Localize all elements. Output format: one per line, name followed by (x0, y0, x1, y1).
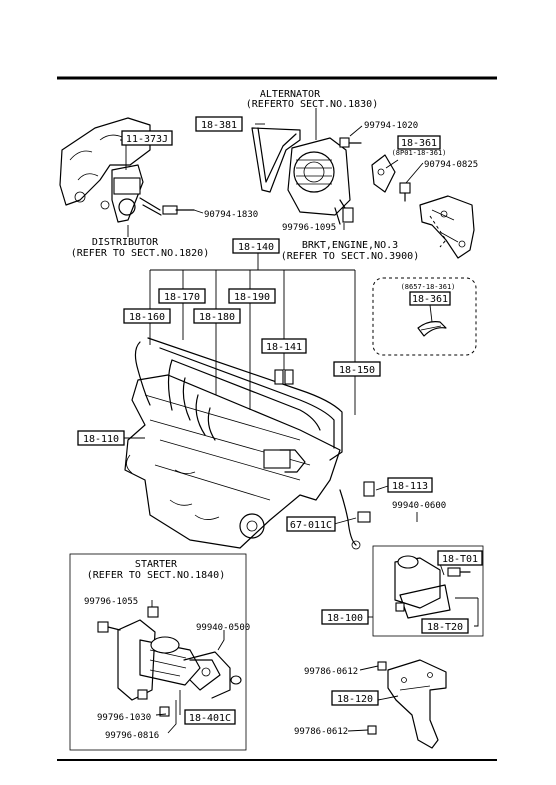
leader-67-011c (333, 517, 357, 525)
callout-18-t01-text: 18-T01 (442, 554, 478, 565)
leader-18-361 (385, 159, 399, 169)
callout-18-361: 18-361 (8P01-18-361) (392, 135, 447, 157)
note-distributor: DISTRIBUTOR (92, 237, 159, 248)
callout-11-373j-text: 11-373J (126, 134, 168, 145)
ignition-coil (394, 555, 471, 619)
callout-18-120: 18-120 (331, 690, 379, 706)
callout-18-141-text: 18-141 (266, 342, 302, 353)
callout-inset-subtext: (8657-18-361) (401, 283, 456, 291)
callout-18-160: 18-160 (123, 308, 171, 324)
callout-18-113-text: 18-113 (392, 481, 428, 492)
inset-frame (372, 277, 477, 356)
callout-18-381: 18-381 (195, 116, 243, 132)
callout-18-170: 18-170 (158, 288, 206, 304)
bracket-18-120 (367, 659, 447, 749)
callout-67-011c: 67-011C (286, 516, 336, 532)
distributor-drawing (59, 117, 195, 223)
note-distributor-ref: (REFER TO SECT.NO.1820) (71, 248, 209, 259)
leader-18-t20 (455, 597, 479, 627)
bracket-18-361 (371, 154, 411, 202)
note-brkt-engine-no3: BRKT,ENGINE,NO.3 (302, 240, 398, 251)
callout-inset-18-361-text: 18-361 (412, 294, 448, 305)
part-99794-1020: 99794-1020 (364, 121, 418, 131)
note-alternator: ALTERNATOR (260, 89, 321, 100)
leader-99796-1030 (155, 713, 167, 716)
callout-18-170-text: 18-170 (164, 292, 200, 303)
leader-99786-0612-a (359, 665, 379, 671)
leader-18-120 (377, 695, 399, 701)
leader-99786-0612-b (347, 729, 369, 732)
starter-motor (97, 606, 242, 717)
callout-18-113: 18-113 (387, 477, 433, 493)
part-99786-0612-a: 99786-0612 (304, 667, 358, 677)
part-90794-0825: 90794-0825 (424, 160, 478, 170)
callout-18-t20: 18-T20 (421, 618, 469, 634)
leader-90794-0825 (405, 162, 424, 184)
callout-18-401c: 18-401C (184, 709, 236, 725)
part-99940-0500: 99940-0500 (196, 623, 250, 633)
starter-frame (69, 553, 247, 751)
alternator-drawing (251, 127, 354, 225)
callout-18-190-text: 18-190 (234, 292, 270, 303)
callout-18-t01: 18-T01 (437, 550, 483, 566)
leader-90794-1830 (193, 209, 204, 214)
leader-99940-0500 (217, 630, 225, 651)
spark-plug-wires (134, 337, 343, 461)
callout-18-120-text: 18-120 (337, 694, 373, 705)
callout-18-180: 18-180 (193, 308, 241, 324)
callout-18-110-text: 18-110 (83, 434, 119, 445)
note-starter-ref: (REFER TO SECT.NO.1840) (87, 570, 225, 581)
callout-18-361-subtext: (8P01-18-361) (392, 149, 447, 157)
part-99786-0612-b: 99786-0612 (294, 727, 348, 737)
wire-clip-18-141 (274, 369, 294, 385)
callout-18-140-text: 18-140 (238, 242, 274, 253)
sensor-harness (339, 481, 375, 550)
callout-18-180-text: 18-180 (199, 312, 235, 323)
note-starter: STARTER (135, 559, 178, 570)
callout-18-361-text: 18-361 (401, 138, 437, 149)
part-99940-0600: 99940-0600 (392, 501, 446, 511)
callout-inset-18-361: (8657-18-361) 18-361 (401, 283, 456, 306)
callout-18-t20-text: 18-T20 (427, 622, 463, 633)
callout-18-150-text: 18-150 (339, 365, 375, 376)
part-90794-1830: 90794-1830 (204, 210, 258, 220)
coil-frame (372, 545, 484, 637)
engine-bracket-no3 (419, 195, 475, 259)
callout-18-100-text: 18-100 (327, 613, 363, 624)
leader-99796-0816 (167, 700, 177, 734)
part-99796-1055: 99796-1055 (84, 597, 138, 607)
inset-bracket (417, 321, 447, 337)
callout-67-011c-text: 67-011C (290, 520, 332, 531)
callout-11-373j: 11-373J (121, 130, 173, 146)
part-99796-1095: 99796-1095 (282, 223, 336, 233)
callout-18-381-text: 18-381 (201, 120, 237, 131)
note-alternator-ref: (REFERTO SECT.NO.1830) (246, 99, 378, 110)
callout-18-160-text: 18-160 (129, 312, 165, 323)
leader-inset (429, 304, 433, 323)
callout-18-110: 18-110 (77, 430, 125, 446)
callout-18-141: 18-141 (261, 338, 307, 354)
callout-18-140: 18-140 (232, 238, 280, 254)
engine-block-drawing (124, 374, 341, 549)
callout-18-190: 18-190 (228, 288, 276, 304)
part-99796-1030: 99796-1030 (97, 713, 151, 723)
leader-18-113 (375, 485, 389, 491)
part-99796-0816: 99796-0816 (105, 731, 159, 741)
bolt-99794-1020 (339, 137, 362, 148)
callout-18-401c-text: 18-401C (189, 713, 231, 724)
callout-18-100: 18-100 (321, 609, 369, 625)
note-brkt-ref: (REFER TO SECT.NO.3900) (281, 251, 419, 262)
leader-99794-1020 (349, 125, 363, 137)
callout-18-150: 18-150 (333, 361, 381, 377)
wire-leaders (122, 252, 356, 439)
